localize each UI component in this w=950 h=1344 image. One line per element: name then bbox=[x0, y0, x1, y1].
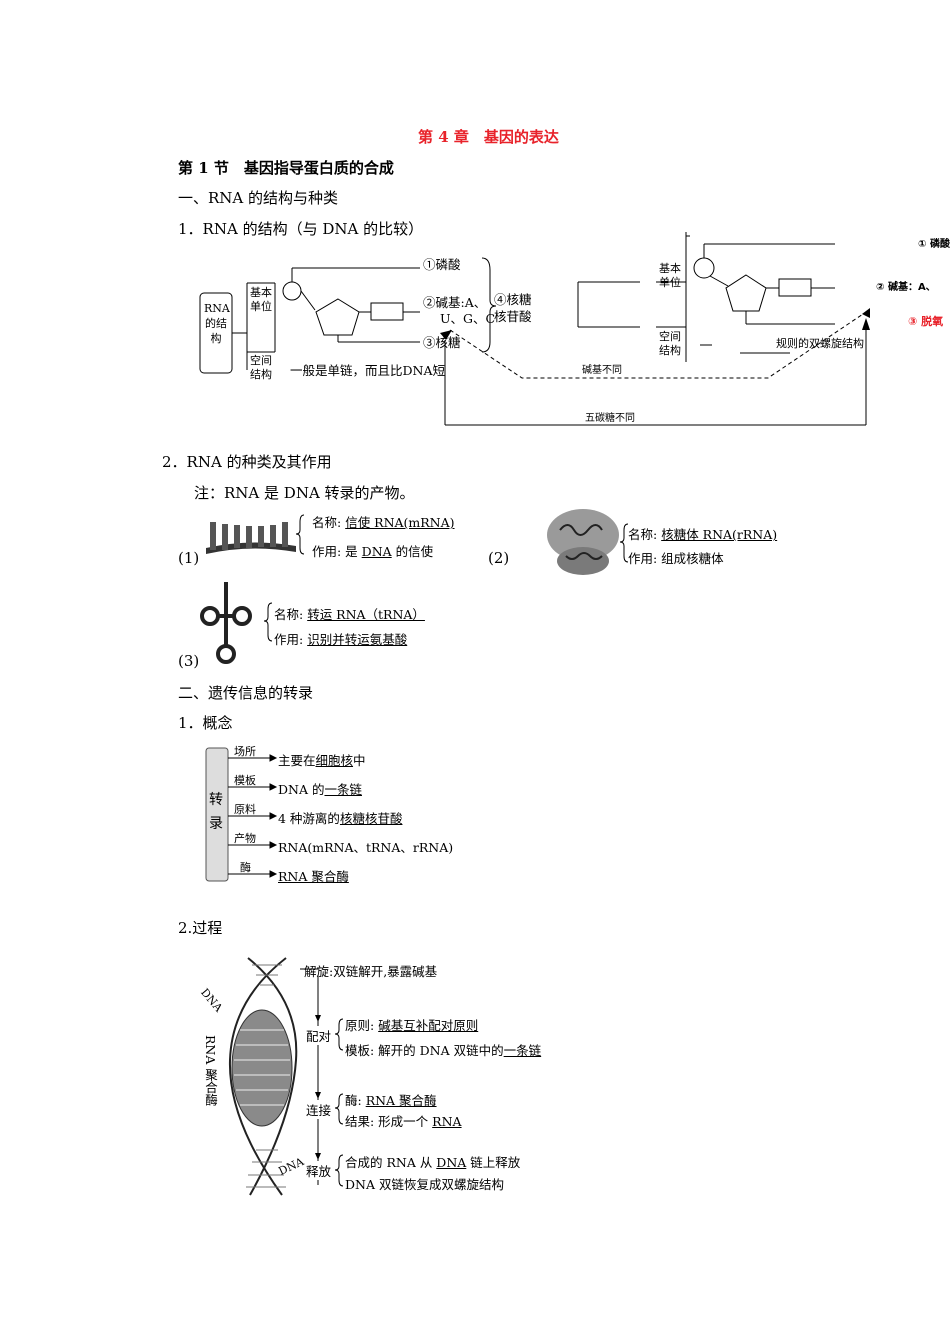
type2-role-row: 作用: 组成核糖体 bbox=[628, 548, 724, 567]
part2-heading: 二、遗传信息的转录 bbox=[178, 684, 314, 702]
row-value-enzyme: RNA 聚合酶 bbox=[278, 869, 349, 884]
nucleotide-label-b: 核苷酸 bbox=[494, 309, 532, 324]
row-label-product: 产物 bbox=[234, 832, 256, 845]
type3-role-row: 作用: 识别并转运氨基酸 bbox=[274, 629, 407, 648]
type2-num: (2) bbox=[488, 549, 510, 567]
base-diff-label: 碱基不同 bbox=[582, 365, 622, 376]
row-value-template: DNA 的一条链 bbox=[278, 782, 362, 797]
step-release-1: 合成的 RNA 从 DNA 链上释放 bbox=[345, 1155, 521, 1170]
rna-polymerase-label: RNA 聚合酶 bbox=[203, 1035, 218, 1106]
sugar-diff-label: 五碳糖不同 bbox=[585, 413, 635, 424]
phosphate-label: ①磷酸 bbox=[423, 257, 461, 272]
type1-role-tail: 的信使 bbox=[391, 544, 434, 559]
type1-name-row: 名称: 信使 RNA(mRNA) bbox=[312, 512, 455, 531]
single-chain-label: 一般是单链，而且比DNA短 bbox=[290, 363, 445, 378]
dna-basic-unit-label: 基本单位 bbox=[659, 262, 681, 289]
type1-role-label: 作用: 是 bbox=[312, 544, 362, 559]
chapter-title: 第 4 章 基因的表达 bbox=[418, 128, 559, 146]
row-value-material: 4 种游离的核糖核苷酸 bbox=[278, 811, 403, 826]
type2-role-label: 作用: 组成核糖体 bbox=[628, 551, 724, 566]
part2-sub1: 1．概念 bbox=[178, 714, 233, 732]
step-pair: 配对 bbox=[306, 1026, 332, 1045]
type3-name-label: 名称: bbox=[274, 607, 308, 622]
step-pair-rule: 原则: 碱基互补配对原则 bbox=[345, 1018, 479, 1033]
row-label-enzyme: 酶 bbox=[240, 861, 251, 874]
double-helix-label: 规则的双螺旋结构 bbox=[776, 337, 864, 350]
step-link-result: 结果: 形成一个 RNA bbox=[345, 1114, 462, 1129]
type1-name-label: 名称: bbox=[312, 515, 346, 530]
type1-role-row: 作用: 是 DNA 的信使 bbox=[312, 541, 433, 560]
section-title: 第 1 节 基因指导蛋白质的合成 bbox=[178, 159, 394, 177]
step-release: 释放 bbox=[306, 1161, 332, 1180]
step-unwind: 解旋:双链解开,暴露碱基 bbox=[304, 964, 438, 979]
row-value-site: 主要在细胞核中 bbox=[278, 753, 366, 768]
row-label-template: 模板 bbox=[234, 774, 256, 787]
rna-polymerase-shape bbox=[231, 1009, 293, 1127]
basic-unit-label: 基本单位 bbox=[250, 286, 272, 313]
type3-role: 识别并转运氨基酸 bbox=[307, 632, 408, 647]
part1-sub1: 1．RNA 的结构（与 DNA 的比较） bbox=[178, 220, 424, 238]
note: 注：RNA 是 DNA 转录的产物。 bbox=[194, 484, 415, 502]
row-label-material: 原料 bbox=[234, 803, 256, 816]
mrna-icon bbox=[206, 522, 296, 554]
dna-phosphate-label: ① 磷酸 bbox=[918, 239, 950, 250]
rna-structure-box: RNA的结构 bbox=[204, 302, 230, 345]
type1-role: DNA bbox=[361, 544, 392, 559]
dna-base-label: ② 碱基：A、 bbox=[876, 282, 936, 293]
base-rna-label-a: ②碱基:A、 bbox=[423, 295, 487, 310]
step-link-enzyme: 酶: RNA 聚合酶 bbox=[345, 1093, 437, 1108]
row-label-site: 场所 bbox=[234, 745, 256, 758]
part1-sub2: 2．RNA 的种类及其作用 bbox=[162, 453, 332, 471]
dna-spatial-label: 空间结构 bbox=[659, 330, 681, 357]
type3-role-label: 作用: bbox=[274, 632, 308, 647]
trna-icon bbox=[200, 582, 252, 664]
type2-name-row: 名称: 核糖体 RNA(rRNA) bbox=[628, 524, 777, 543]
step-link: 连接 bbox=[306, 1100, 332, 1119]
part2-sub2: 2.过程 bbox=[178, 919, 223, 937]
type2-name: 核糖体 RNA(rRNA) bbox=[661, 527, 778, 542]
spatial-structure-label: 空间结构 bbox=[250, 354, 272, 381]
transcription-box: 转录 bbox=[209, 792, 223, 832]
type1-name: 信使 RNA(mRNA) bbox=[345, 515, 455, 530]
type2-name-label: 名称: bbox=[628, 527, 662, 542]
step-release-2: DNA 双链恢复成双螺旋结构 bbox=[345, 1177, 504, 1192]
type1-num: (1) bbox=[178, 549, 200, 567]
base-rna-label-b: U、G、C bbox=[440, 311, 496, 326]
part1-heading: 一、RNA 的结构与种类 bbox=[178, 189, 339, 207]
type3-num: (3) bbox=[178, 652, 200, 670]
ribose-label: ③核糖 bbox=[423, 335, 461, 350]
ribosome-icon bbox=[547, 509, 619, 575]
dna-helix bbox=[228, 957, 298, 1196]
dna-sugar-label: ③ 脱氧 bbox=[908, 315, 944, 328]
step-pair-template: 模板: 解开的 DNA 双链中的一条链 bbox=[345, 1043, 542, 1058]
brace-right bbox=[481, 257, 497, 353]
base-pairs bbox=[246, 964, 286, 1188]
type3-name-row: 名称: 转运 RNA（tRNA） bbox=[274, 604, 425, 623]
type3-name: 转运 RNA（tRNA） bbox=[307, 607, 425, 622]
nucleotide-label-a: ④核糖 bbox=[494, 292, 532, 307]
row-value-product: RNA(mRNA、tRNA、rRNA) bbox=[278, 840, 454, 855]
